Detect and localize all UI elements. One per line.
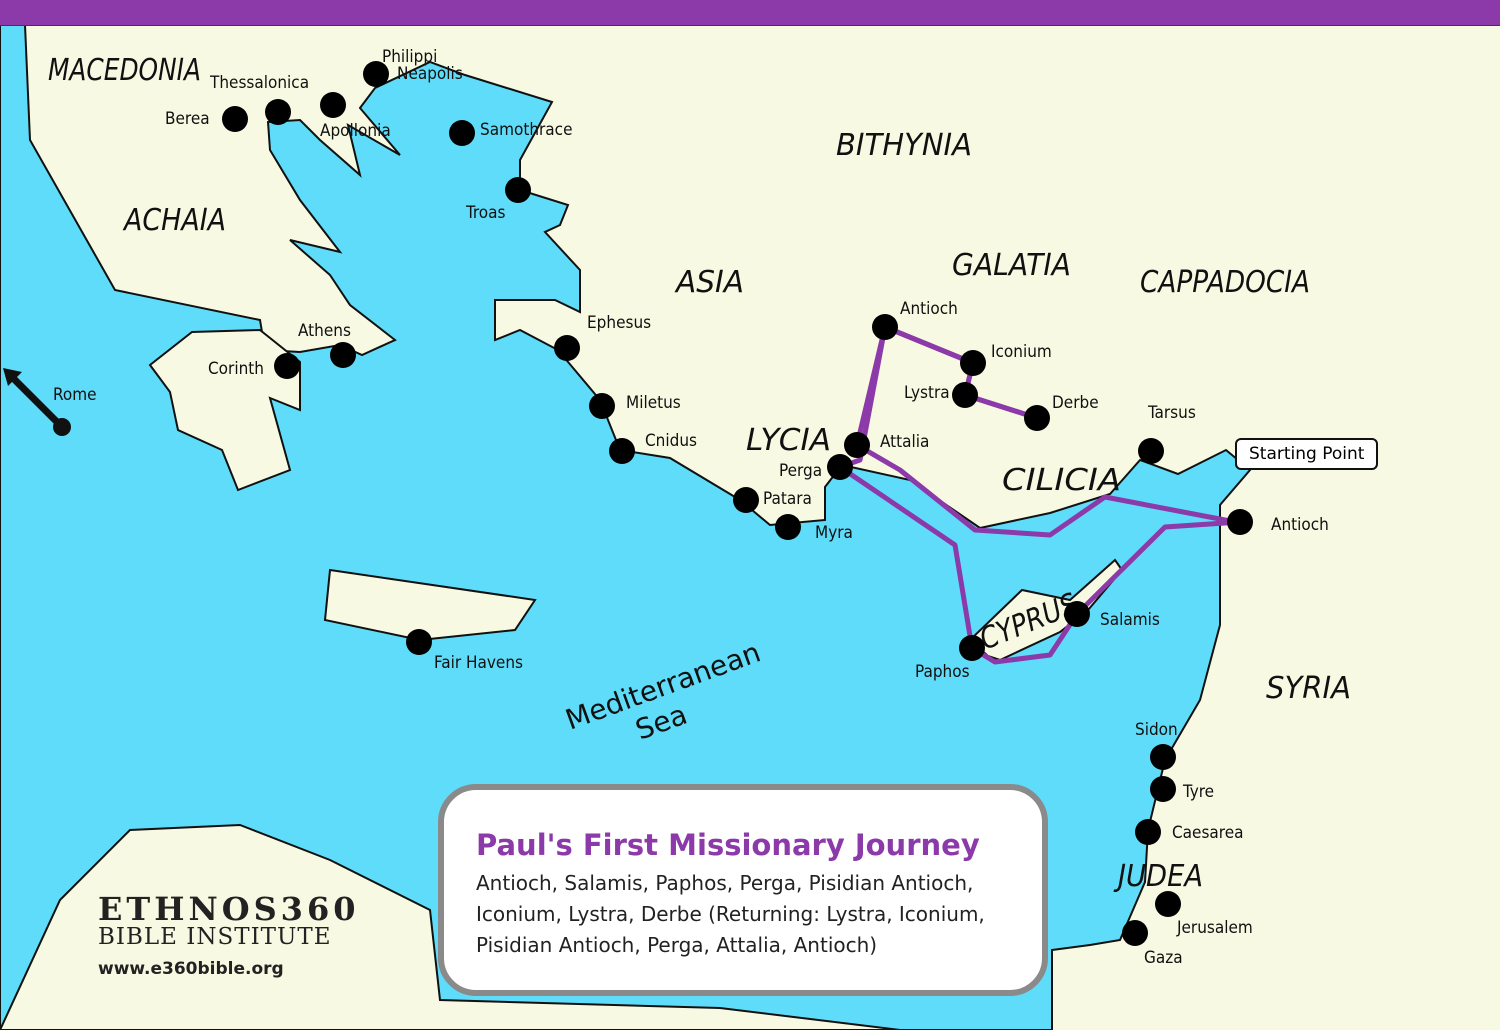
logo-main: ETHNOS360 [98,890,360,928]
city-label: Attalia [880,432,929,452]
region-label: GALATIA [952,248,1071,283]
city-dot [449,120,475,146]
city-dot [406,629,432,655]
city-label: Antioch [900,299,958,319]
city-label: Jerusalem [1176,918,1253,938]
city-label: Paphos [915,662,970,682]
city-label: Samothrace [480,120,573,140]
city-label: Tarsus [1147,403,1196,423]
city-dot [1138,438,1164,464]
city-dot [589,393,615,419]
logo-sub: BIBLE INSTITUTE [98,924,332,950]
starting-point-callout: Starting Point [1235,438,1379,470]
city-label: Neapolis [397,64,463,84]
city-label: Philippi [382,47,437,67]
region-label: SYRIA [1266,671,1351,706]
rome-arrow-icon [3,368,71,436]
legend-text: Antioch, Salamis, Paphos, Perga, Pisidia… [476,871,985,957]
crete [323,568,537,642]
city-label: Cnidus [645,431,697,451]
city-dot [1150,776,1176,802]
region-label: CAPPADOCIA [1140,265,1310,300]
city-label: Antioch [1271,515,1329,535]
city-label: Rome [53,385,97,405]
logo-url: www.e360bible.org [98,959,284,979]
city-label: Tyre [1182,782,1214,802]
city-dot [872,314,898,340]
city-label: Patara [763,489,812,509]
region-label: JUDEA [1113,859,1203,894]
city-dot [952,382,978,408]
city-label: Iconium [991,342,1052,362]
city-label: Derbe [1052,393,1099,413]
city-dot [265,99,291,125]
city-dot [827,454,853,480]
city-label: Fair Havens [434,653,523,673]
city-dot [554,335,580,361]
city-label: Myra [815,523,853,543]
city-dot [1064,601,1090,627]
city-dot [320,92,346,118]
region-label: CILICIA [1002,463,1121,498]
city-dot [274,353,300,379]
city-dot [330,342,356,368]
city-dot [1150,744,1176,770]
city-dot [775,514,801,540]
city-dot [1135,819,1161,845]
city-label: Apollonia [320,121,391,141]
city-label: Miletus [626,393,681,413]
region-label: MACEDONIA [48,53,201,88]
region-label: LYCIA [746,423,831,458]
city-label: Gaza [1144,948,1183,968]
legend-title: Paul's First Missionary Journey [476,828,980,862]
peloponnese [148,328,301,492]
region-label: ACHAIA [122,203,226,238]
city-label: Sidon [1135,720,1178,740]
city-label: Thessalonica [209,73,309,93]
city-dot [1227,509,1253,535]
city-label: Athens [298,321,351,341]
city-label: Troas [465,203,505,223]
city-label: Lystra [904,383,950,403]
logo: ETHNOS360 BIBLE INSTITUTE www.e360bible.… [98,893,359,979]
city-dot [959,635,985,661]
city-dot [844,432,870,458]
city-dot [733,487,759,513]
city-dot [222,106,248,132]
city-dot [1122,920,1148,946]
city-label: Berea [165,109,210,129]
city-dot [505,177,531,203]
city-label: Perga [779,461,822,481]
city-label: Corinth [208,359,264,379]
city-dot [1024,405,1050,431]
title-banner [0,0,1500,26]
city-label: Ephesus [587,313,651,333]
sea [0,24,1252,1030]
region-label: ASIA [674,265,744,300]
legend-box: Paul's First Missionary Journey Antioch,… [438,784,1048,996]
city-dot [1155,891,1181,917]
city-dot [960,350,986,376]
africa-land [0,823,901,1030]
city-dot [363,61,389,87]
region-label: BITHYNIA [836,128,972,163]
city-dot [609,438,635,464]
cyprus [968,558,1124,662]
city-label: Salamis [1100,610,1160,630]
city-label: Caesarea [1172,823,1244,843]
